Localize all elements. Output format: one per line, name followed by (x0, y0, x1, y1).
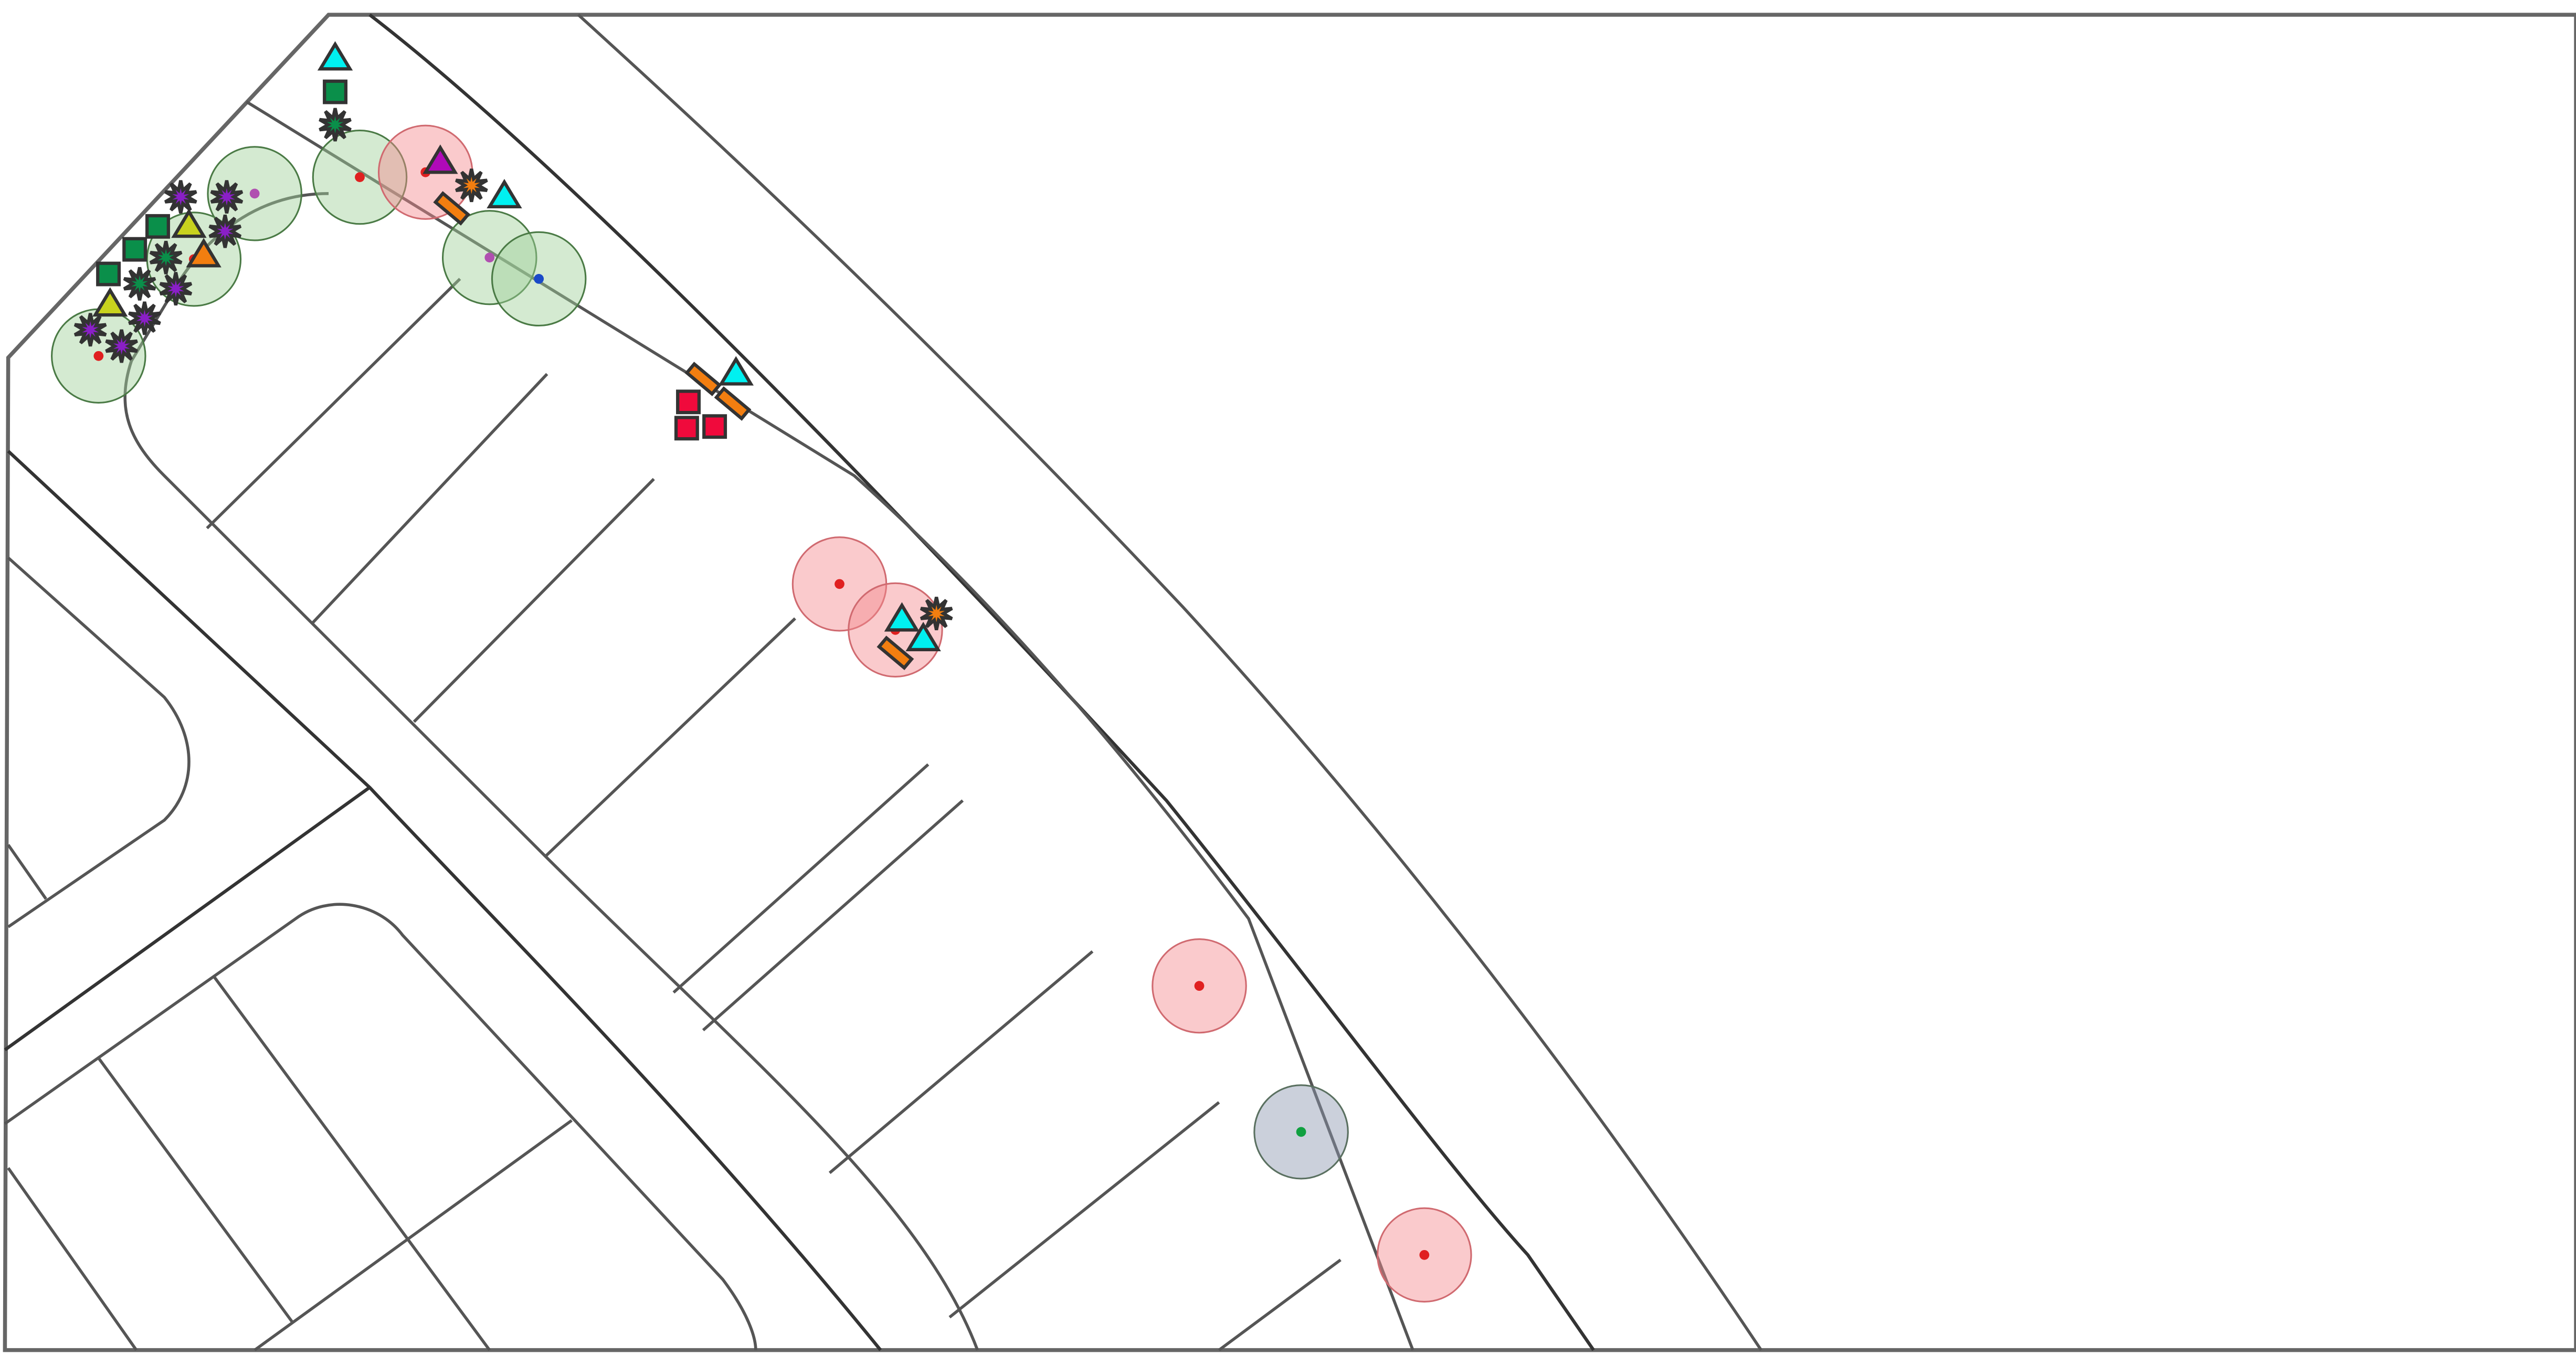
buffer-center-dot-b08 (835, 579, 844, 589)
buffer-center-dot-b11 (1296, 1127, 1306, 1137)
buffer-center-dot-b02 (249, 188, 260, 199)
triangle-marker-s21[interactable] (487, 178, 522, 208)
starburst-marker-s29[interactable] (920, 597, 953, 631)
triangle-marker-s15[interactable] (92, 287, 128, 317)
starburst-marker-s04[interactable] (164, 180, 197, 214)
square-marker-s12[interactable] (96, 261, 121, 287)
buffer-center-dot-b12 (1419, 1250, 1430, 1260)
starburst-marker-s18[interactable] (105, 329, 138, 363)
starburst-marker-s09[interactable] (149, 240, 183, 274)
triangle-marker-s30[interactable] (884, 602, 920, 632)
triangle-marker-s24[interactable] (718, 356, 754, 386)
starburst-marker-s13[interactable] (123, 267, 156, 301)
starburst-marker-s17[interactable] (73, 313, 107, 347)
bar-marker-s25[interactable] (714, 386, 752, 421)
buffer-center-dot-b10 (1194, 981, 1205, 991)
starburst-marker-s05[interactable] (210, 180, 244, 214)
square-marker-s06[interactable] (145, 214, 170, 239)
square-marker-s08[interactable] (122, 237, 147, 262)
square-marker-s28[interactable] (702, 414, 727, 439)
square-marker-s26[interactable] (676, 389, 701, 415)
buffer-center-dot-b01 (93, 351, 104, 361)
triangle-marker-s19[interactable] (423, 144, 458, 174)
buffer-layer (51, 124, 1472, 1303)
starburst-marker-s14[interactable] (159, 272, 193, 306)
street-linework (4, 13, 1762, 1351)
symbol-layer (73, 41, 953, 670)
buffer-center-dot-b04 (355, 172, 365, 182)
triangle-marker-s11[interactable] (186, 238, 221, 268)
triangle-marker-s01[interactable] (317, 41, 353, 71)
square-marker-s02[interactable] (323, 79, 348, 104)
starburst-marker-s16[interactable] (128, 301, 161, 335)
triangle-marker-s07[interactable] (171, 208, 207, 238)
bar-marker-s22[interactable] (433, 191, 471, 226)
triangle-marker-s31[interactable] (905, 621, 941, 651)
bar-marker-s32[interactable] (877, 636, 914, 670)
buffer-center-dot-b07 (534, 274, 544, 284)
square-marker-s27[interactable] (674, 416, 699, 441)
bar-marker-s23[interactable] (684, 362, 722, 396)
buffer-center-dot-b06 (484, 252, 495, 263)
starburst-marker-s03[interactable] (319, 108, 352, 142)
starburst-marker-s10[interactable] (208, 214, 242, 248)
starburst-marker-s20[interactable] (455, 168, 488, 203)
